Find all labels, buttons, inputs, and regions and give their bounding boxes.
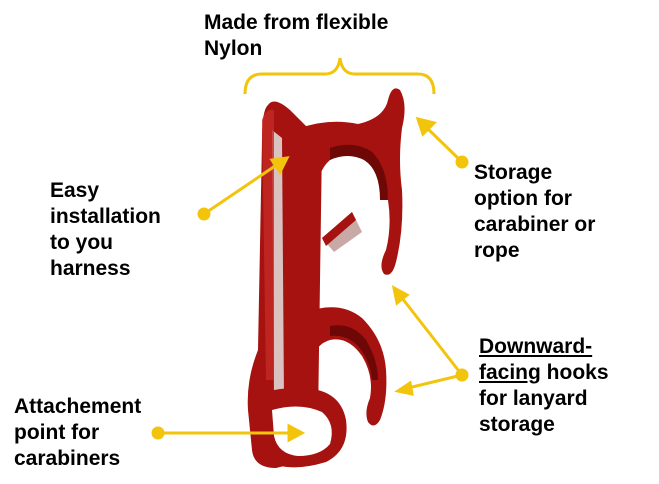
nylon-hanger-clip [248,88,405,468]
installation-label-line: harness [50,256,161,282]
width-bracket [245,58,434,94]
hooks-label-line: for lanyard [479,386,609,412]
material-label: Made from flexible Nylon [204,10,388,62]
hooks-label-rest: hooks [541,361,609,384]
attachment-label-line: point for [14,420,141,446]
storage-label-line: rope [474,238,595,264]
installation-label-line: installation [50,204,161,230]
hooks-label-emphasis: facing [479,361,541,384]
hooks-label-line: facing hooks [479,360,609,386]
hooks-label-line: Downward- [479,334,609,360]
hooks-label-line: storage [479,412,609,438]
attachment-label-line: carabiners [14,446,141,472]
attachment-hole [272,406,332,456]
material-label-line: Nylon [204,36,388,62]
storage-label-line: Storage [474,160,595,186]
installation-label: Easy installation to you harness [50,178,161,282]
storage-label-line: carabiner or [474,212,595,238]
storage-label-line: option for [474,186,595,212]
installation-label-line: to you [50,230,161,256]
material-label-line: Made from flexible [204,10,388,36]
attachment-label: Attachement point for carabiners [14,394,141,472]
storage-label: Storage option for carabiner or rope [474,160,595,264]
attachment-label-line: Attachement [14,394,141,420]
hooks-label: Downward- facing hooks for lanyard stora… [479,334,609,438]
arrowhead-hooks-lower [398,383,412,394]
installation-label-line: Easy [50,178,161,204]
